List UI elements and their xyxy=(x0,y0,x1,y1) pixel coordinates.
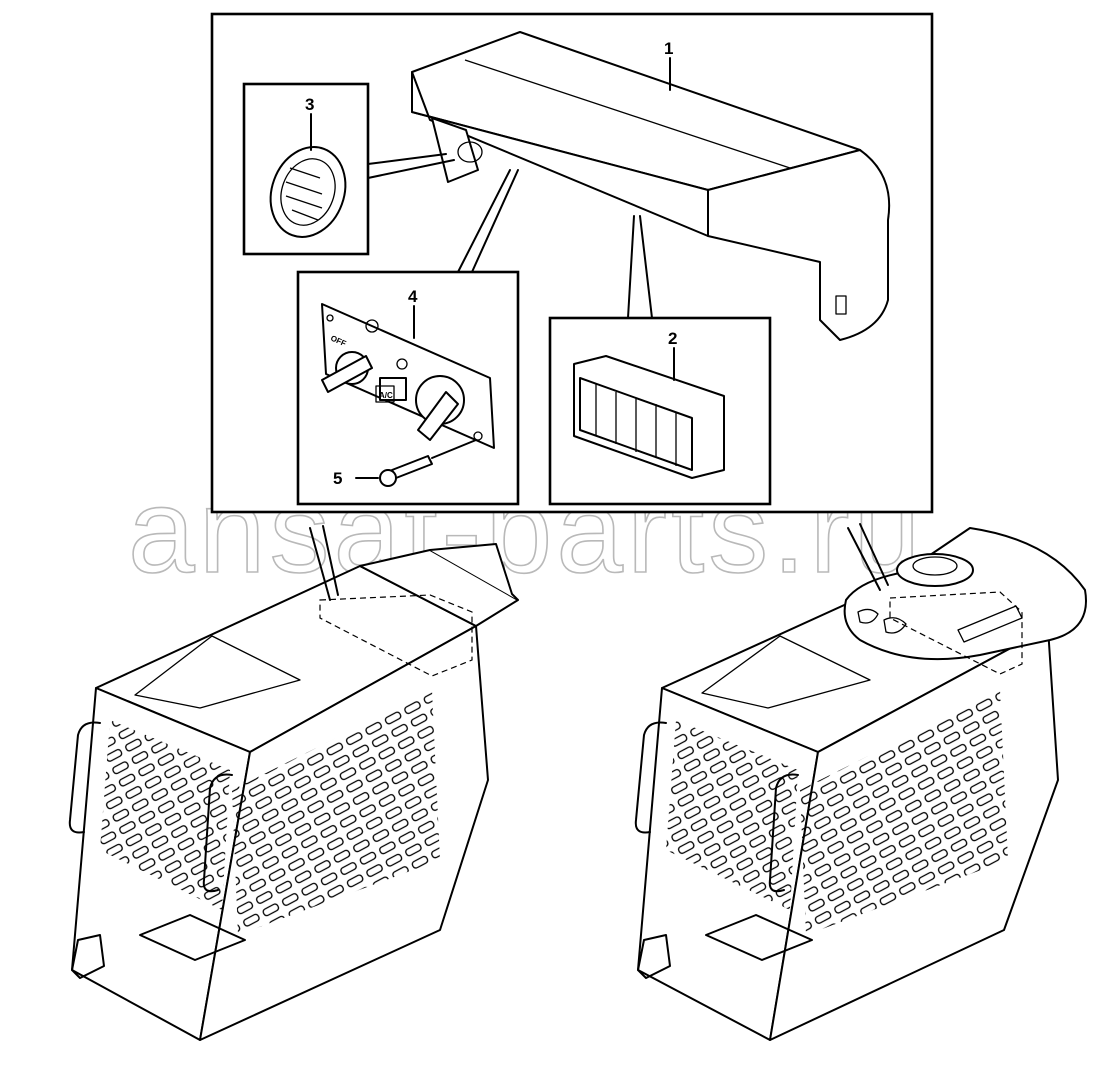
callout-4: 4 xyxy=(408,287,418,306)
callout-5: 5 xyxy=(333,469,342,488)
screw-part xyxy=(379,455,433,487)
round-air-vent-part xyxy=(269,146,347,238)
callout-3: 3 xyxy=(305,95,314,114)
right-cab xyxy=(634,523,1087,1041)
left-cab xyxy=(68,525,519,1041)
callout-1: 1 xyxy=(664,39,673,58)
heater-housing-part xyxy=(411,31,891,341)
callout-2: 2 xyxy=(668,329,677,348)
control-panel-part: OFF A/C xyxy=(321,303,495,449)
rectangular-air-vent-part xyxy=(573,355,725,479)
ac-label: A/C xyxy=(379,391,393,400)
